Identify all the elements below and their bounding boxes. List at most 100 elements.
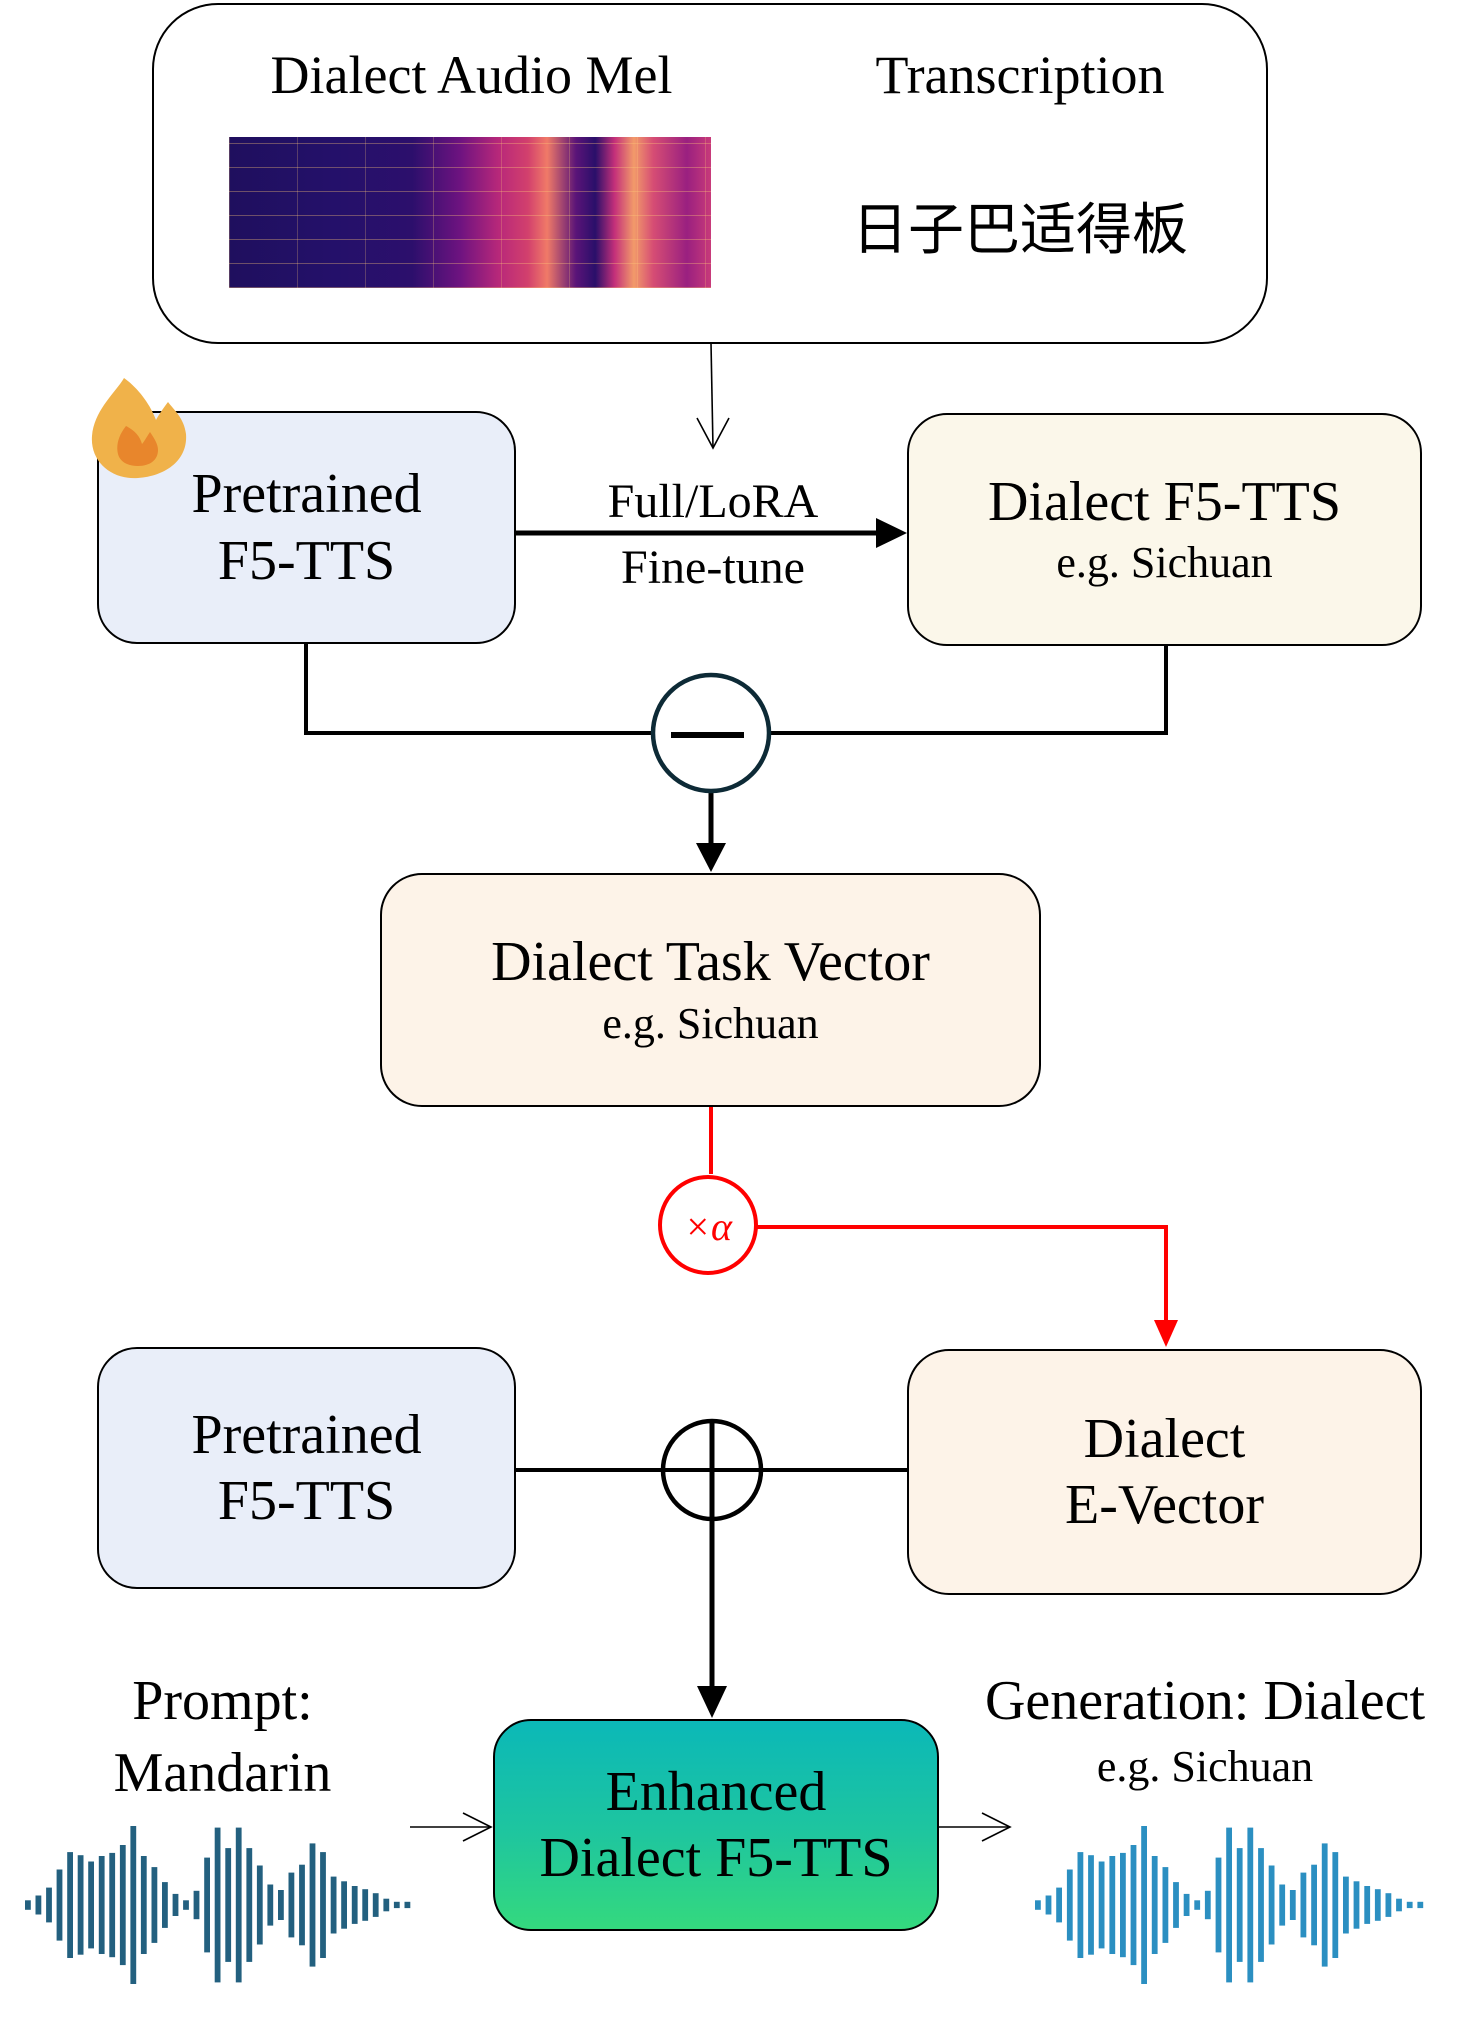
dialect-f5tts-example: e.g. Sichuan bbox=[1056, 538, 1273, 588]
waveform-bar bbox=[341, 1881, 347, 1929]
waveform-bar bbox=[1406, 1901, 1413, 1909]
scale-alpha-operator: ×α bbox=[658, 1175, 758, 1275]
mel-label: Dialect Audio Mel bbox=[270, 45, 673, 105]
dialect-f5tts-box: Dialect F5-TTS e.g. Sichuan bbox=[907, 413, 1422, 646]
waveform-bar bbox=[193, 1890, 200, 1920]
pretrained-bottom-line1: Pretrained bbox=[191, 1403, 422, 1466]
plus-operator-icon bbox=[660, 1418, 764, 1522]
waveform-bar bbox=[1364, 1886, 1371, 1924]
waveform-bar bbox=[1332, 1852, 1339, 1958]
waveform-bar bbox=[172, 1893, 179, 1916]
finetune-arrow bbox=[515, 518, 907, 548]
waveform-bar bbox=[1098, 1861, 1105, 1949]
e-vector-line1: Dialect bbox=[1083, 1407, 1246, 1470]
prompt-line1: Prompt: bbox=[132, 1670, 313, 1732]
waveform-bar bbox=[1343, 1876, 1349, 1934]
waveform-bar bbox=[98, 1856, 105, 1954]
waveform-bar bbox=[246, 1848, 253, 1962]
pretrained-top-line2: F5-TTS bbox=[217, 529, 396, 592]
waveform-bar bbox=[1056, 1887, 1062, 1923]
generation-line2: e.g. Sichuan bbox=[1096, 1742, 1314, 1791]
waveform-bar bbox=[67, 1852, 73, 1958]
waveform-bar bbox=[1066, 1869, 1073, 1941]
transcription-text: 日子巴适得板 bbox=[852, 198, 1188, 263]
input-to-finetune-arrow bbox=[696, 342, 730, 450]
waveform-bar bbox=[1268, 1865, 1275, 1945]
waveform-bar bbox=[56, 1869, 63, 1941]
waveform-bar bbox=[1226, 1827, 1232, 1983]
enhanced-line1: Enhanced bbox=[605, 1760, 827, 1823]
add-wiring bbox=[515, 1420, 907, 1718]
waveform-bar bbox=[130, 1826, 137, 1984]
waveform-bar bbox=[46, 1887, 52, 1923]
waveform-bar bbox=[1247, 1827, 1254, 1983]
prompt-label: Prompt: Mandarin bbox=[60, 1665, 385, 1809]
waveform-bar bbox=[204, 1857, 210, 1953]
waveform-bar bbox=[330, 1876, 337, 1934]
task-vector-title: Dialect Task Vector bbox=[491, 931, 930, 994]
waveform-bar bbox=[1151, 1856, 1158, 1954]
e-vector-line2: E-Vector bbox=[1064, 1474, 1264, 1536]
generation-line1: Generation: Dialect bbox=[984, 1670, 1425, 1732]
waveform-bar bbox=[1204, 1890, 1211, 1920]
waveform-bar bbox=[320, 1852, 326, 1958]
waveform-bar bbox=[372, 1893, 379, 1917]
waveform-bar bbox=[1258, 1848, 1264, 1962]
pretrained-bottom-line2: F5-TTS bbox=[217, 1470, 396, 1532]
scale-alpha-label: ×α bbox=[684, 1204, 733, 1249]
waveform-bar bbox=[267, 1884, 274, 1926]
waveform-bar bbox=[1077, 1852, 1084, 1958]
waveform-bar bbox=[225, 1848, 232, 1962]
waveform-bar bbox=[1353, 1881, 1360, 1929]
waveform-bar bbox=[162, 1882, 168, 1928]
waveform-bar bbox=[1162, 1867, 1169, 1943]
waveform-bar bbox=[362, 1889, 369, 1921]
waveform-bar bbox=[1141, 1826, 1147, 1984]
waveform-bar bbox=[1215, 1857, 1222, 1953]
waveform-bar bbox=[1321, 1843, 1328, 1967]
waveform-bar bbox=[25, 1900, 31, 1910]
waveform-bar bbox=[309, 1843, 316, 1967]
waveform-bar bbox=[1279, 1884, 1286, 1926]
generation-output-arrow bbox=[939, 1812, 1012, 1842]
waveform-bar bbox=[1173, 1882, 1179, 1928]
waveform-bar bbox=[1045, 1895, 1052, 1915]
dialect-e-vector-box: Dialect E-Vector bbox=[907, 1349, 1422, 1595]
waveform-bar bbox=[351, 1886, 358, 1924]
waveform-bar bbox=[235, 1827, 242, 1983]
finetune-label-line1: Full/LoRA bbox=[607, 475, 819, 528]
waveform-bar bbox=[140, 1856, 147, 1954]
enhanced-dialect-f5tts-box: Enhanced Dialect F5-TTS bbox=[493, 1719, 939, 1931]
waveform-bar bbox=[151, 1867, 158, 1943]
finetune-label-line2: Fine-tune bbox=[621, 541, 805, 594]
waveform-bar bbox=[119, 1845, 126, 1966]
waveform-bar bbox=[404, 1901, 411, 1909]
waveform-bar bbox=[1300, 1872, 1307, 1938]
waveform-bar bbox=[214, 1827, 221, 1983]
pretrained-top-line1: Pretrained bbox=[191, 463, 422, 526]
waveform-bar bbox=[383, 1898, 390, 1912]
dialect-task-vector-box: Dialect Task Vector e.g. Sichuan bbox=[380, 873, 1041, 1107]
waveform-bar bbox=[109, 1852, 116, 1958]
waveform-bar bbox=[1236, 1848, 1243, 1962]
waveform-bar bbox=[1396, 1898, 1402, 1912]
waveform-bar bbox=[1120, 1852, 1126, 1958]
transcription-label: Transcription bbox=[875, 45, 1165, 105]
waveform-bar bbox=[1088, 1855, 1094, 1955]
subtract-wiring bbox=[304, 643, 1168, 872]
waveform-bar bbox=[1311, 1864, 1317, 1946]
waveform-bar bbox=[393, 1901, 400, 1909]
waveform-bar bbox=[77, 1855, 84, 1955]
generation-label: Generation: Dialect e.g. Sichuan bbox=[960, 1665, 1450, 1797]
dialect-f5tts-title: Dialect F5-TTS bbox=[987, 470, 1342, 533]
enhanced-line2: Dialect F5-TTS bbox=[539, 1827, 893, 1889]
waveform-bar bbox=[1035, 1900, 1041, 1910]
waveform-bar bbox=[1183, 1893, 1190, 1916]
waveform-bar bbox=[35, 1895, 42, 1915]
waveform-bar bbox=[299, 1864, 305, 1946]
waveform-bar bbox=[288, 1872, 295, 1938]
pretrained-f5tts-box-bottom: Pretrained F5-TTS bbox=[97, 1347, 516, 1589]
minus-operator-icon bbox=[650, 672, 772, 794]
waveform-bar bbox=[1109, 1856, 1116, 1954]
